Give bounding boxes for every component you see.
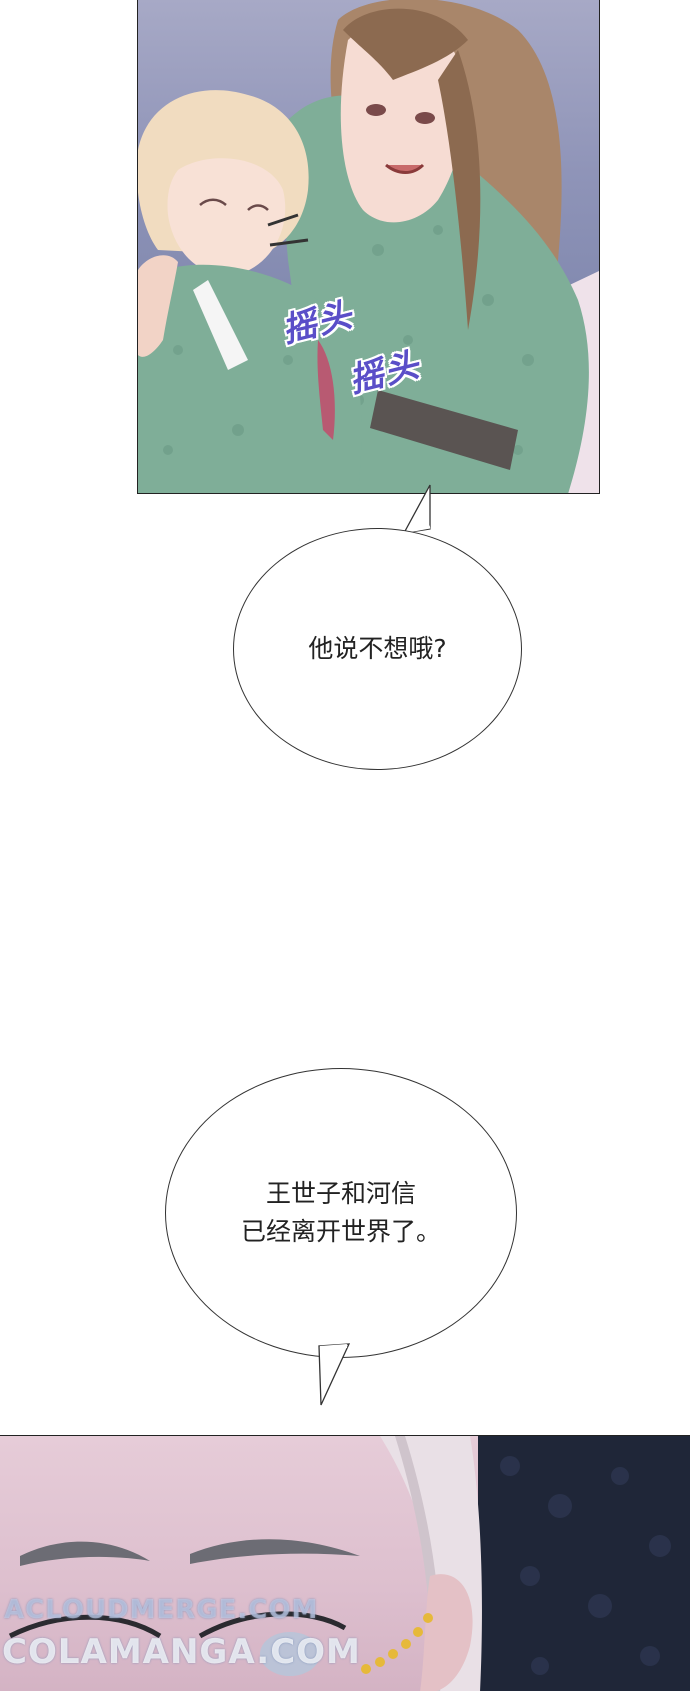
top-comic-panel: 摇头 摇头 <box>137 0 600 494</box>
speech-bubble-2-line-2: 已经离开世界了。 <box>240 1217 441 1246</box>
speech-bubble-1-text: 他说不想哦? <box>308 630 446 668</box>
watermark-colamanga: COLAMANGA.COM <box>2 1632 361 1672</box>
speech-bubble-1-line-1: 他说不想哦? <box>308 634 447 663</box>
speech-bubble-1-tail <box>402 484 431 534</box>
speech-bubble-2-tail <box>318 1343 351 1406</box>
speech-bubble-2-line-1: 王世子和河信 <box>265 1179 416 1208</box>
watermark-acloudmerge: ACLOUDMERGE.COM <box>4 1595 319 1625</box>
closeup-illustration <box>8 1436 690 1691</box>
speech-bubble-1: 他说不想哦? <box>233 528 522 770</box>
panel-illustration <box>138 0 599 493</box>
speech-bubble-2-text: 王世子和河信 已经离开世界了。 <box>241 1175 441 1251</box>
speech-bubble-2: 王世子和河信 已经离开世界了。 <box>165 1068 517 1358</box>
bottom-comic-panel <box>0 1435 690 1691</box>
